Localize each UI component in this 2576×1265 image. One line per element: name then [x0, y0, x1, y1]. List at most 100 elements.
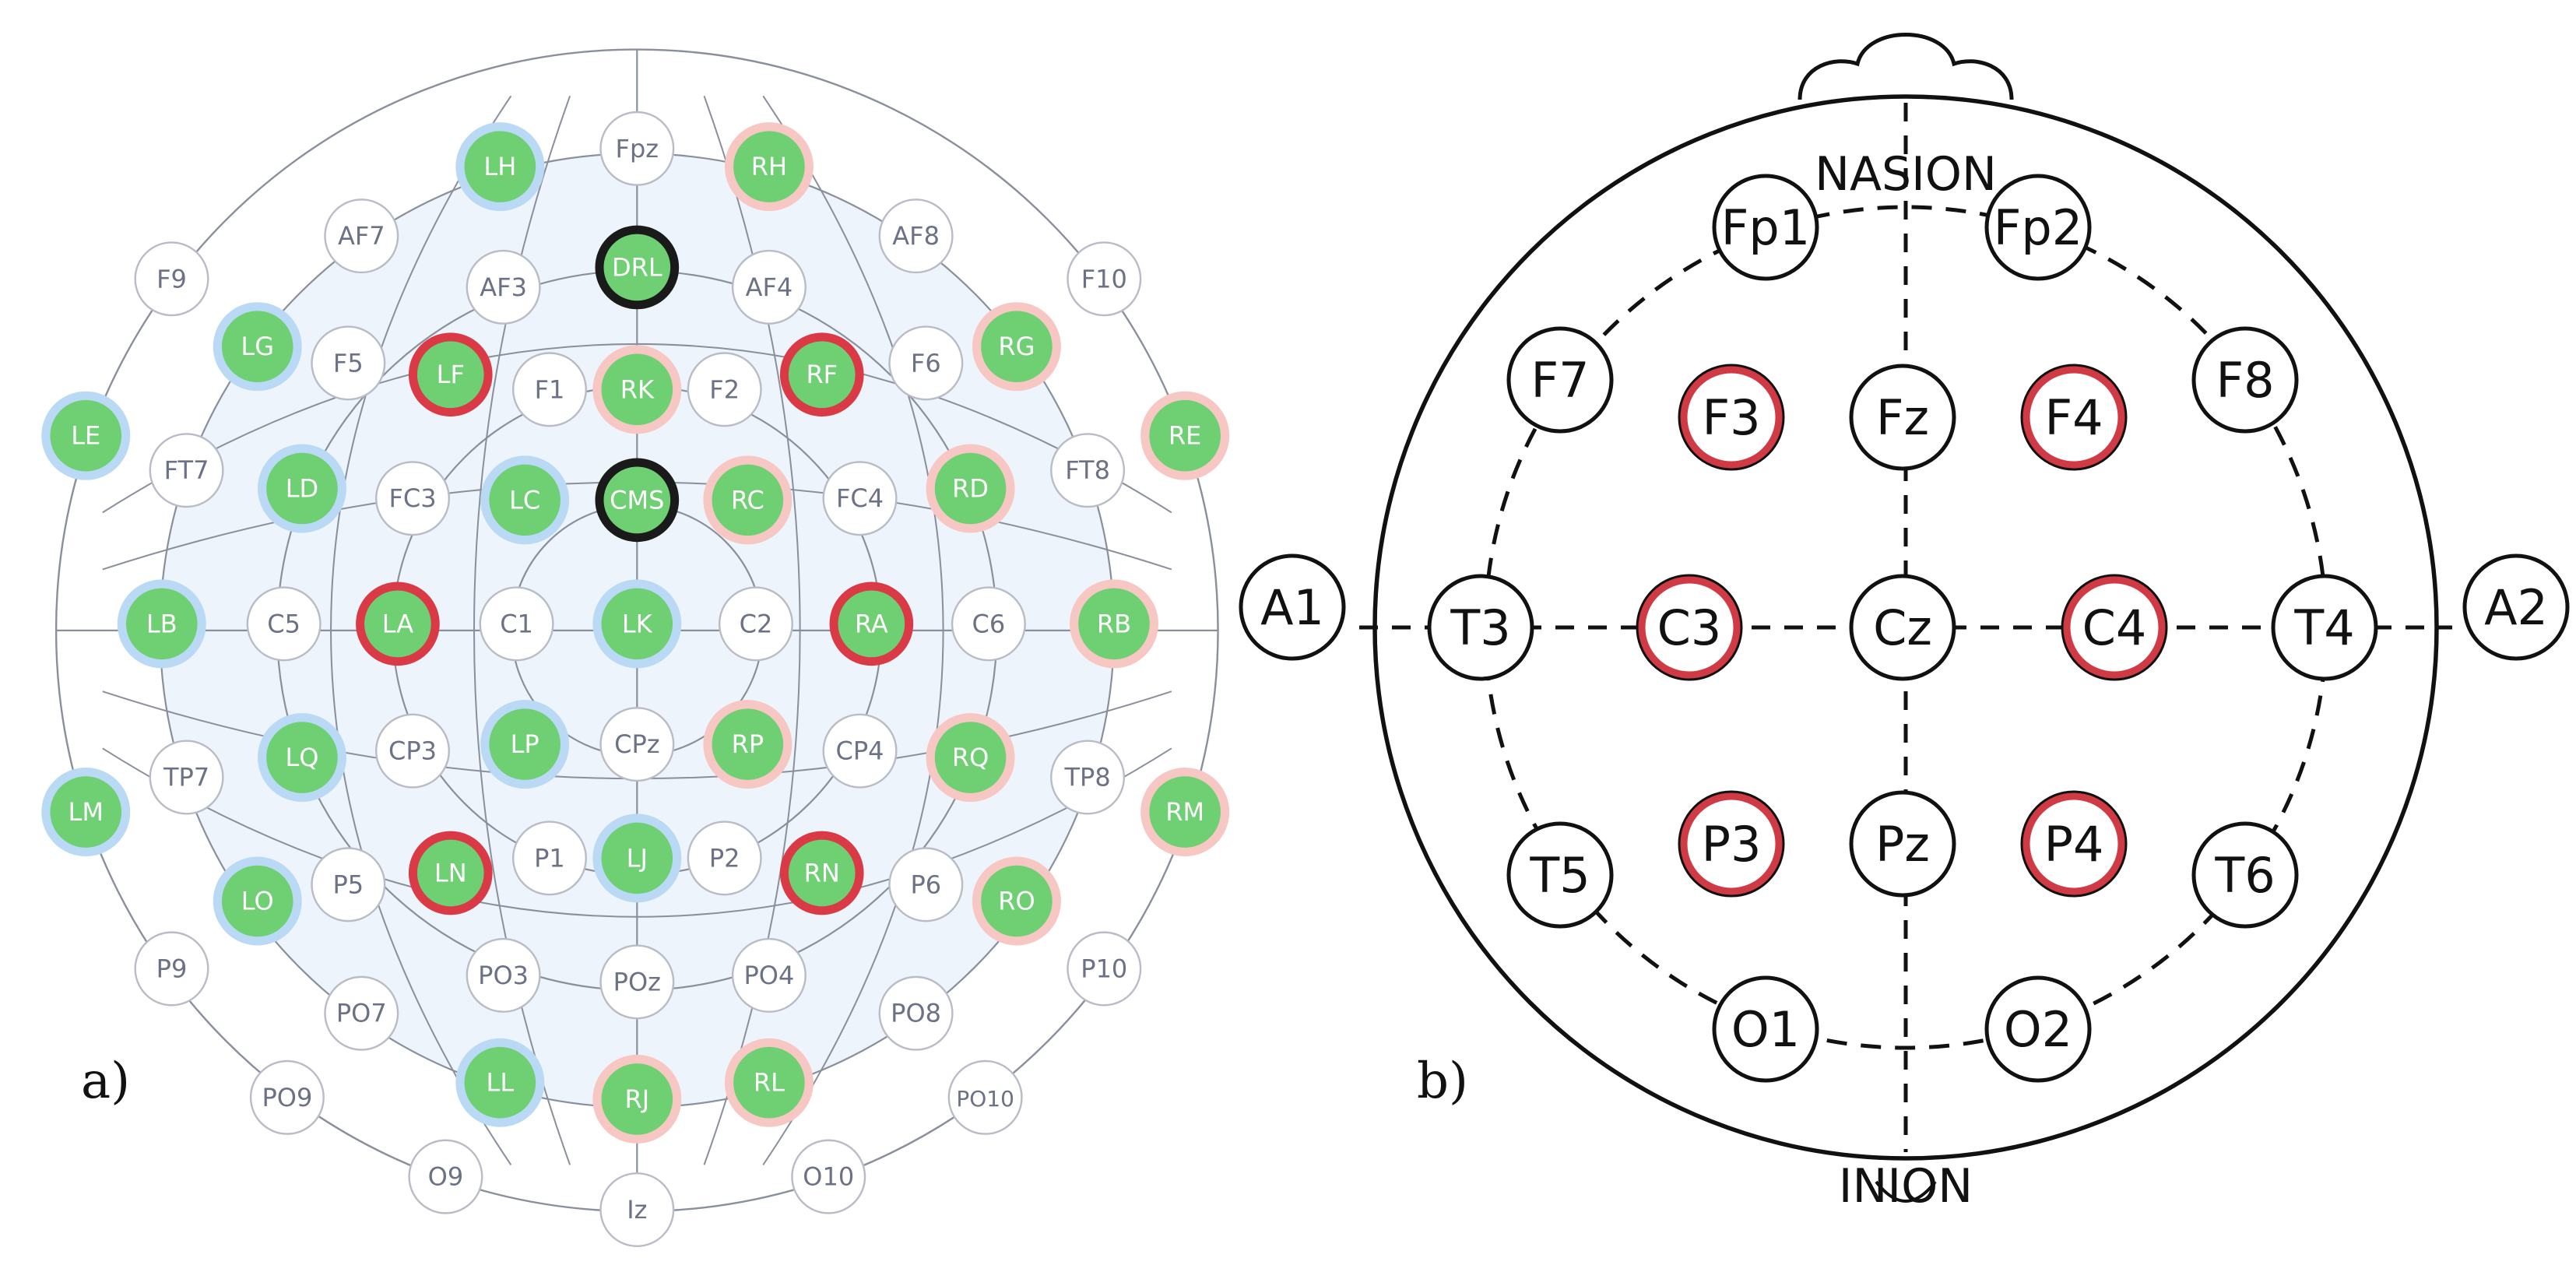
- electrode-a-c6: C6: [951, 586, 1026, 662]
- electrode-a-label: LJ: [627, 843, 648, 873]
- electrode-b-label: Fp2: [1994, 199, 2082, 256]
- electrode-b-label: A2: [2484, 579, 2548, 636]
- electrode-b-pz: Pz: [1849, 790, 1956, 898]
- electrode-a-rc: RC: [703, 455, 792, 545]
- electrode-a-label: RB: [1097, 609, 1131, 638]
- electrode-a-re: RE: [1140, 391, 1230, 480]
- electrode-b-label: O2: [2004, 1001, 2072, 1058]
- electrode-b-c4: C4: [2061, 574, 2168, 681]
- electrode-a-label: F5: [333, 348, 364, 378]
- electrode-a-label: O10: [803, 1162, 854, 1192]
- electrode-a-label: AF7: [338, 221, 385, 251]
- electrode-a-o10: O10: [791, 1139, 866, 1214]
- electrode-a-rf: RF: [779, 332, 864, 417]
- electrode-a-la: LA: [356, 582, 440, 666]
- electrode-a-le: LE: [41, 391, 131, 480]
- electrode-a-label: CP4: [836, 736, 884, 766]
- electrode-a-p9: P9: [134, 931, 209, 1007]
- electrode-a-drl: DRL: [595, 225, 680, 310]
- electrode-a-rh: RH: [724, 122, 814, 212]
- electrode-a-label: RP: [732, 729, 764, 759]
- electrode-a-f6: F6: [888, 325, 964, 401]
- electrode-a-p1: P1: [511, 820, 587, 896]
- electrode-a-rg: RG: [972, 302, 1061, 392]
- electrode-a-ll: LL: [455, 1038, 545, 1127]
- electrode-a-label: RG: [998, 332, 1035, 361]
- electrode-a-label: P5: [332, 870, 364, 899]
- electrode-a-fc4: FC4: [822, 461, 898, 536]
- electrode-a-label: LD: [286, 474, 318, 504]
- electrode-a-label: Iz: [627, 1195, 647, 1225]
- electrode-a-label: PO10: [956, 1086, 1014, 1112]
- electrode-a-label: RF: [806, 360, 838, 389]
- electrode-a-label: FC4: [836, 483, 884, 513]
- electrode-a-rd: RD: [926, 444, 1015, 533]
- electrode-a-label: C1: [500, 609, 533, 638]
- electrode-a-lm: LM: [41, 768, 131, 857]
- electrode-a-lp: LP: [480, 700, 570, 789]
- electrode-a-po9: PO9: [249, 1059, 325, 1135]
- electrode-a-iz: Iz: [599, 1172, 675, 1247]
- electrode-a-poz: POz: [599, 944, 675, 1020]
- electrode-a-label: F9: [156, 264, 187, 293]
- electrode-a-label: TP7: [163, 763, 209, 792]
- electrode-b-f4: F4: [2020, 364, 2128, 471]
- electrode-a-label: LK: [622, 609, 653, 638]
- electrode-a-af7: AF7: [324, 199, 399, 274]
- electrode-a-po10: PO10: [947, 1059, 1023, 1135]
- electrode-a-label: P10: [1081, 954, 1127, 983]
- electrode-b-label: O1: [1731, 1001, 1800, 1058]
- electrode-a-label: FT8: [1065, 455, 1110, 485]
- electrode-b-label: T4: [2293, 599, 2354, 656]
- electrode-a-p5: P5: [311, 847, 386, 922]
- electrode-a-lc: LC: [480, 455, 570, 545]
- electrode-a-label: F1: [535, 374, 565, 404]
- electrode-a-af3: AF3: [466, 249, 541, 325]
- electrode-a-label: LB: [146, 609, 177, 638]
- electrode-b-label: T6: [2214, 847, 2275, 904]
- electrode-a-label: LC: [509, 485, 540, 515]
- electrode-a-label: Fpz: [616, 134, 659, 163]
- electrode-a-label: RN: [804, 858, 840, 887]
- electrode-b-label: Fp1: [1721, 199, 1810, 256]
- electrode-b-a2: A2: [2462, 553, 2570, 661]
- nasion-label: NASION: [1815, 147, 1997, 202]
- electrode-a-f1: F1: [511, 352, 587, 427]
- electrode-b-label: F8: [2216, 352, 2274, 409]
- electrode-b-t5: T5: [1506, 821, 1614, 929]
- electrode-a-label: PO7: [336, 999, 387, 1028]
- electrode-a-label: DRL: [612, 252, 662, 282]
- electrode-a-label: LA: [382, 609, 414, 638]
- electrode-a-label: C5: [267, 609, 300, 638]
- electrode-a-label: AF4: [746, 272, 793, 302]
- electrode-a-po7: PO7: [324, 975, 399, 1051]
- electrode-a-c5: C5: [246, 586, 322, 662]
- electrode-a-label: RJ: [624, 1084, 649, 1114]
- electrode-a-c1: C1: [479, 586, 554, 662]
- electrode-b-t4: T4: [2271, 574, 2378, 681]
- electrode-a-label: LM: [69, 797, 104, 827]
- electrode-a-fpz: Fpz: [599, 111, 675, 186]
- electrode-a-label: P2: [709, 843, 740, 873]
- electrode-a-f5: F5: [311, 325, 386, 401]
- electrode-a-label: TP8: [1063, 763, 1110, 792]
- electrode-a-lb: LB: [117, 579, 206, 669]
- electrode-b-a1: A1: [1239, 553, 1346, 661]
- electrode-a-label: PO8: [891, 999, 941, 1028]
- panel-a-label: a): [81, 1052, 131, 1110]
- electrode-b-label: F3: [1702, 389, 1760, 446]
- electrode-a-f2: F2: [687, 352, 762, 427]
- electrode-a-label: RK: [620, 374, 655, 404]
- electrode-a-ln: LN: [408, 831, 493, 915]
- electrode-a-label: F10: [1081, 264, 1127, 293]
- electrode-a-label: PO9: [262, 1083, 312, 1112]
- electrode-b-label: T3: [1450, 599, 1510, 656]
- electrode-a-label: RM: [1165, 797, 1204, 827]
- electrode-b-label: T5: [1529, 847, 1590, 904]
- electrode-a-label: LE: [71, 421, 100, 451]
- electrode-a-label: RC: [731, 485, 764, 515]
